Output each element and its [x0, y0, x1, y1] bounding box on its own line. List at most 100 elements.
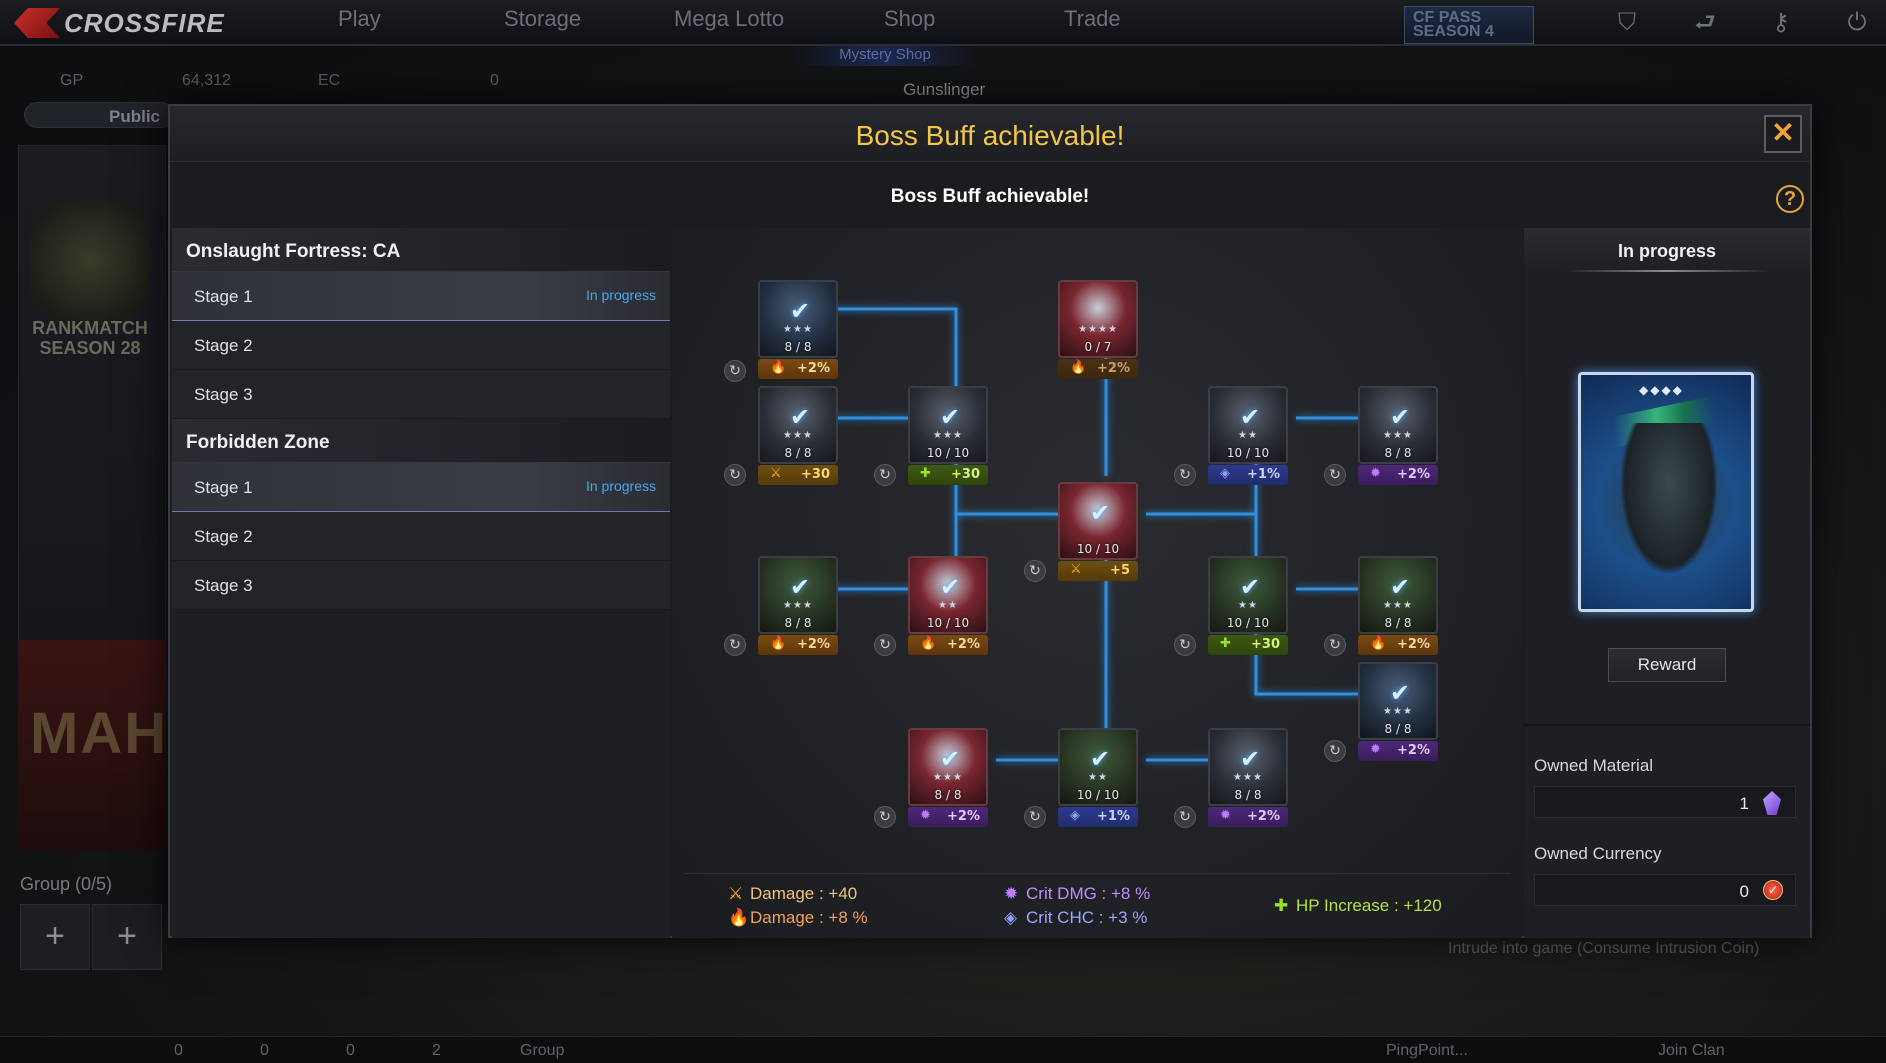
buff-badge: ✚+30 [1208, 635, 1288, 655]
summary-text: Damage : +40 [750, 884, 858, 903]
reset-icon[interactable]: ↻ [874, 464, 896, 486]
hp-plus-icon: ✚ [1220, 636, 1231, 651]
power-icon[interactable]: ⏻ [1847, 9, 1867, 36]
boss-card: ✔★★★10 / 10 [908, 386, 988, 464]
reward-button[interactable]: Reward [1608, 648, 1726, 682]
shield-icon[interactable]: ⛉ [1618, 9, 1636, 36]
return-icon[interactable]: ⮐ [1694, 9, 1716, 36]
boss-card: ✔★★★8 / 8 [758, 280, 838, 358]
buff-badge: ✹+2% [908, 807, 988, 827]
count-3: 0 [346, 1042, 355, 1059]
buff-node[interactable]: ✔10 / 10 ⚔+5 [1058, 482, 1138, 581]
buff-badge: ◈+1% [1058, 807, 1138, 827]
buff-node[interactable]: ✔★★★8 / 8 🔥+2% [758, 556, 838, 655]
buff-node[interactable]: ✔★★★8 / 8 🔥+2% [758, 280, 838, 379]
stage-row[interactable]: Stage 3 [172, 561, 670, 610]
boss-card: ✔★★10 / 10 [1058, 728, 1138, 806]
buff-node[interactable]: ✔★★★8 / 8 ✹+2% [1358, 662, 1438, 761]
reset-icon[interactable]: ↻ [1174, 806, 1196, 828]
stage-row[interactable]: Stage 1 In progress [172, 272, 670, 321]
nav-play[interactable]: Play [338, 6, 381, 31]
nav-mega-lotto[interactable]: Mega Lotto [674, 6, 785, 31]
nav-storage[interactable]: Storage [504, 6, 582, 31]
close-button[interactable]: ✕ [1764, 115, 1802, 153]
boss-buff-modal: Boss Buff achievable! ✕ Boss Buff achiev… [168, 104, 1812, 938]
add-member-button[interactable]: + [92, 904, 162, 970]
fire-icon: 🔥 [920, 636, 937, 651]
stage-label: Stage 2 [194, 527, 253, 546]
reset-icon[interactable]: ↻ [874, 806, 896, 828]
boss-card: ✔★★★8 / 8 [1358, 556, 1438, 634]
top-nav-bar: CROSSFIRE Play Storage Mega Lotto Shop T… [0, 0, 1886, 46]
nav-shop[interactable]: Shop [884, 6, 936, 31]
summary-crit-chc: ◈Crit CHC : +3 % [1004, 908, 1147, 928]
node-progress: 8 / 8 [1384, 446, 1412, 460]
help-icon[interactable]: ? [1776, 185, 1804, 213]
reward-card[interactable]: ◆◆◆◆ [1578, 372, 1754, 612]
group-button[interactable]: Group [520, 1042, 565, 1059]
star-rating: ★★★ [1383, 600, 1413, 611]
buff-node[interactable]: ✔★★10 / 10 ◈+1% [1058, 728, 1138, 827]
node-progress: 8 / 8 [784, 340, 812, 354]
node-progress: 10 / 10 [926, 616, 970, 630]
hp-plus-icon: ✚ [920, 466, 931, 481]
stage-label: Stage 3 [194, 385, 253, 404]
buff-badge: 🔥+2% [758, 359, 838, 379]
gp-value: 64,312 [182, 72, 231, 89]
reset-icon[interactable]: ↻ [1174, 634, 1196, 656]
check-icon: ✔ [789, 573, 811, 601]
reset-icon[interactable]: ↻ [724, 464, 746, 486]
stage-row[interactable]: Stage 2 [172, 512, 670, 561]
cf-pass-badge[interactable]: CF PASS SEASON 4 [1404, 6, 1534, 44]
reset-icon[interactable]: ↻ [1174, 464, 1196, 486]
public-tab[interactable]: Public [24, 102, 174, 128]
star-rating: ★★★ [933, 430, 963, 441]
key-icon[interactable]: ⚷ [1772, 9, 1790, 36]
buff-value: +5 [1110, 563, 1130, 578]
stage-row[interactable]: Stage 1 In progress [172, 463, 670, 512]
check-icon: ✔ [1389, 403, 1411, 431]
summary-text: HP Increase : +120 [1296, 896, 1442, 915]
buff-badge: ✹+2% [1358, 741, 1438, 761]
boss-card: ✔★★★8 / 8 [758, 556, 838, 634]
buff-node[interactable]: ✔★★★8 / 8 ⚔+30 [758, 386, 838, 485]
owned-material-label: Owned Material [1534, 756, 1654, 775]
summary-hp: ✚HP Increase : +120 [1274, 896, 1442, 916]
reset-icon[interactable]: ↻ [1024, 560, 1046, 582]
buff-badge: ✹+2% [1358, 465, 1438, 485]
buff-node[interactable]: ✔★★★8 / 8 ✹+2% [1358, 386, 1438, 485]
reset-icon[interactable]: ↻ [1324, 740, 1346, 762]
star-rating: ★★★★ [1078, 324, 1118, 335]
add-member-button[interactable]: + [20, 904, 90, 970]
game-logo: CROSSFIRE [14, 4, 254, 42]
crit-damage-icon: ✹ [1370, 466, 1381, 481]
promo-banner[interactable] [18, 640, 166, 850]
buff-badge: 🔥+2% [1358, 635, 1438, 655]
pingpoint-label[interactable]: PingPoint... [1386, 1042, 1468, 1059]
buff-node[interactable]: ✔★★★10 / 10 ✚+30 [908, 386, 988, 485]
reset-icon[interactable]: ↻ [1324, 464, 1346, 486]
boss-card: ★★★★0 / 7 [1058, 280, 1138, 358]
buff-node[interactable]: ✔★★★8 / 8 ✹+2% [1208, 728, 1288, 827]
buff-node[interactable]: ✔★★10 / 10 ✚+30 [1208, 556, 1288, 655]
stage-row[interactable]: Stage 2 [172, 321, 670, 370]
buff-node[interactable]: ✔★★10 / 10 ◈+1% [1208, 386, 1288, 485]
buff-node[interactable]: ✔★★★8 / 8 ✹+2% [908, 728, 988, 827]
buff-node[interactable]: ★★★★0 / 7 🔥+2% [1058, 280, 1138, 379]
reset-icon[interactable]: ↻ [724, 634, 746, 656]
reset-icon[interactable]: ↻ [1024, 806, 1046, 828]
buff-node[interactable]: ✔★★★8 / 8 🔥+2% [1358, 556, 1438, 655]
buff-badge: ✚+30 [908, 465, 988, 485]
mystery-shop-tab[interactable]: Mystery Shop [790, 46, 980, 66]
summary-damage-pct: 🔥Damage : +8 % [728, 908, 868, 928]
join-clan-button[interactable]: Join Clan [1658, 1042, 1725, 1059]
owned-material-box: 1 [1534, 786, 1796, 818]
reset-icon[interactable]: ↻ [1324, 634, 1346, 656]
buff-badge: 🔥+2% [758, 635, 838, 655]
reset-icon[interactable]: ↻ [724, 360, 746, 382]
nav-trade[interactable]: Trade [1064, 6, 1121, 31]
reset-icon[interactable]: ↻ [874, 634, 896, 656]
stage-row[interactable]: Stage 3 [172, 370, 670, 419]
ec-label: EC [318, 72, 341, 89]
buff-node[interactable]: ✔★★10 / 10 🔥+2% [908, 556, 988, 655]
